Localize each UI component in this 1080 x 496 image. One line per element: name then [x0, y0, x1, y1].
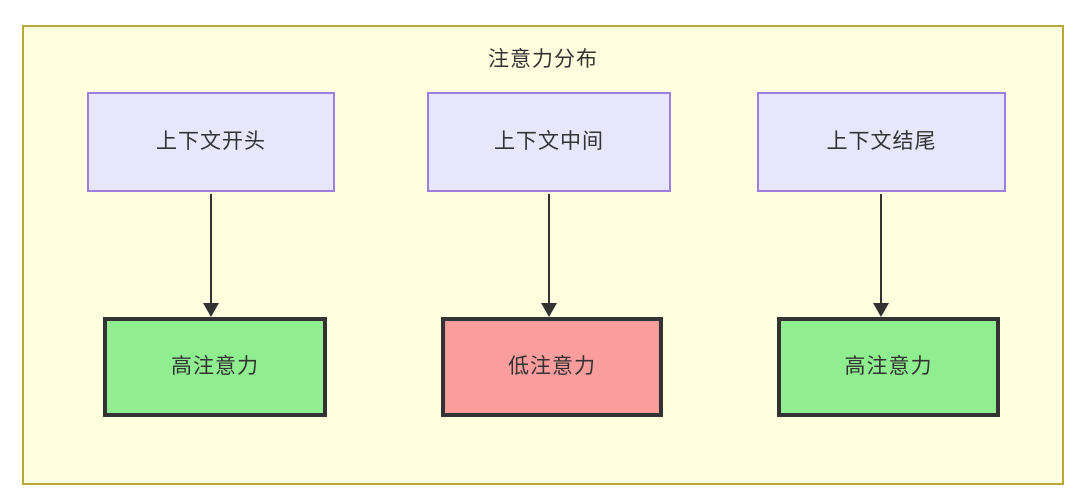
node-attention-end-label: 高注意力	[844, 355, 933, 379]
node-attention-start[interactable]: 高注意力	[103, 317, 327, 417]
node-context-middle[interactable]: 上下文中间	[427, 92, 671, 192]
subgraph-title: 注意力分布	[488, 48, 598, 71]
node-attention-start-label: 高注意力	[171, 355, 259, 379]
node-context-start-label: 上下文开头	[156, 130, 266, 154]
node-context-end[interactable]: 上下文结尾	[757, 92, 1006, 192]
node-attention-end[interactable]: 高注意力	[777, 317, 1000, 417]
node-context-start[interactable]: 上下文开头	[87, 92, 335, 192]
node-context-end-label: 上下文结尾	[826, 130, 937, 154]
node-attention-middle[interactable]: 低注意力	[441, 317, 663, 417]
node-attention-middle-label: 低注意力	[508, 355, 596, 379]
node-context-middle-label: 上下文中间	[494, 130, 604, 154]
